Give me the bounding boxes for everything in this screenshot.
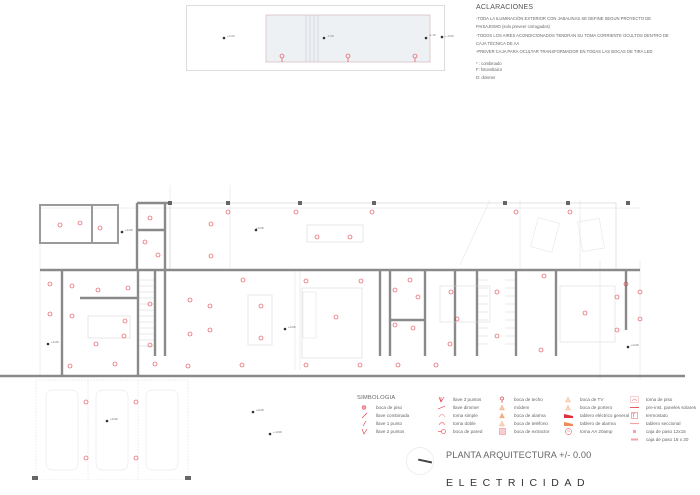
legend-item: módem [498,404,529,411]
legend-item: llave 3 puntos [437,396,481,403]
abbreviation: D: dimmer [476,74,496,80]
legend-item: toma de piso [630,396,672,403]
legend-item: caja de paso 12x15 [630,428,686,435]
legend-item: tablero de alarma [564,420,616,427]
level-label: -1.05 [327,34,334,38]
tv-outlet-icon [564,396,574,403]
modem-icon [498,404,508,411]
legend-item: boca de teléfono [498,420,548,427]
legend-item: boca de piso [360,404,402,411]
note-line: -TODOS LOS AIRES ACONDICIONADOS TENDRAN … [476,32,669,38]
alarm-panel-icon [564,420,574,427]
floor-socket-icon [630,396,640,403]
main-panel-icon [564,412,574,419]
legend-item: T termostato [630,412,668,419]
ceiling-outlet-icon [498,396,508,403]
legend-item: boca de portero [564,404,612,411]
intercom-outlet-icon [564,404,574,411]
legend-item: boca de pared [437,428,482,435]
note-line: CAJA TÉCNICA DE AA [476,40,520,46]
legend-item: pre-inst. paneles solares [630,404,696,411]
legend-item: llave combinada [360,412,409,419]
level-label: +0.20 [125,228,133,232]
sheet-title: ELECTRICIDAD [446,477,591,489]
note-line: PAISAJISMO (solo preveer corrugados) [476,24,550,30]
solar-panel-preinstall-icon [630,404,640,411]
level-label: +-0.00 [273,430,282,434]
legend-item: llave 1 punto [360,420,402,427]
legend-item: llave dimmer [437,404,479,411]
level-label: +0.60 [288,325,296,329]
legend-item: boca de techo [498,396,543,403]
title-block: PLANTA ARQUITECTURA +/- 0.00 ELECTRICIDA… [384,444,644,494]
legend-item: toma AA 20amp [564,428,612,435]
level-label: +0.20 [227,34,235,38]
level-label: +0.20 [256,408,264,412]
wall-outlet-icon [437,428,447,435]
notes-block: ACLARACIONES -TODA LA ILUMINACIÓN EXTERI… [476,4,698,83]
pool-plan: +0.20 -1.05 -1.10 [186,4,448,72]
plan-title: PLANTA ARQUITECTURA +/- 0.00 [446,450,592,460]
single-switch-icon [360,420,370,427]
north-arrow-icon [406,447,434,475]
legend-item: boca de extractor [498,428,550,435]
dimmer-switch-icon [437,404,447,411]
legend-item: caja de paso 18 x 30 [630,436,688,443]
floor-plan-drawing: +0.20 +0.20 +0.60 +0.20 +0.20 +-0.00 +0.… [0,185,685,482]
legend-item: toma doble [437,420,476,427]
note-line: -TODA LA ILUMINACIÓN EXTERIOR CON JABALI… [476,16,652,22]
double-switch-icon [360,428,370,435]
combined-switch-icon [360,412,370,419]
level-label: +0.20 [51,340,59,344]
junction-box-small-icon [630,428,640,435]
level-label: +0.20 [631,343,639,347]
alarm-outlet-icon [498,412,508,419]
note-line: -PREVER CAJA PARA OCULTAR TRANSFORMADOR … [476,49,653,55]
junction-box-large-icon [630,436,640,443]
level-label: -1.10 [429,33,436,37]
legend: SIMBOLOGIA boca de piso llave combinada … [350,393,700,445]
legend-item: tablero seccional [630,420,680,427]
level-label: +0.20 [256,226,264,230]
pool-plan-drawing: +0.20 -1.05 -1.10 [186,5,445,71]
extractor-outlet-icon [498,428,508,435]
single-socket-icon [437,412,447,419]
sub-panel-icon [630,420,640,427]
legend-item: boca de alarma [498,412,546,419]
legend-item: tablero eléctrico general [564,412,629,419]
floor-outlet-icon [360,404,370,411]
thermostat-icon: T [630,412,640,419]
double-socket-icon [437,420,447,427]
floor-plan: +0.20 +0.20 +0.60 +0.20 +0.20 +-0.00 +0.… [0,180,700,482]
phone-outlet-icon [498,420,508,427]
triple-switch-icon [437,396,447,403]
level-label: +-0.00 [445,34,454,38]
legend-item: toma simple [437,412,478,419]
svg-text:T: T [632,414,635,420]
level-label: +0.20 [110,417,118,421]
legend-item: boca de TV [564,396,603,403]
abbreviation: * : combinado [476,61,502,67]
legend-item: llave 2 puntos [360,428,404,435]
notes-title: ACLARACIONES [476,4,534,11]
legend-title: SIMBOLOGIA [357,395,396,401]
abbreviation: F: fotovoltaico [476,67,503,73]
ac-socket-icon [564,428,574,435]
